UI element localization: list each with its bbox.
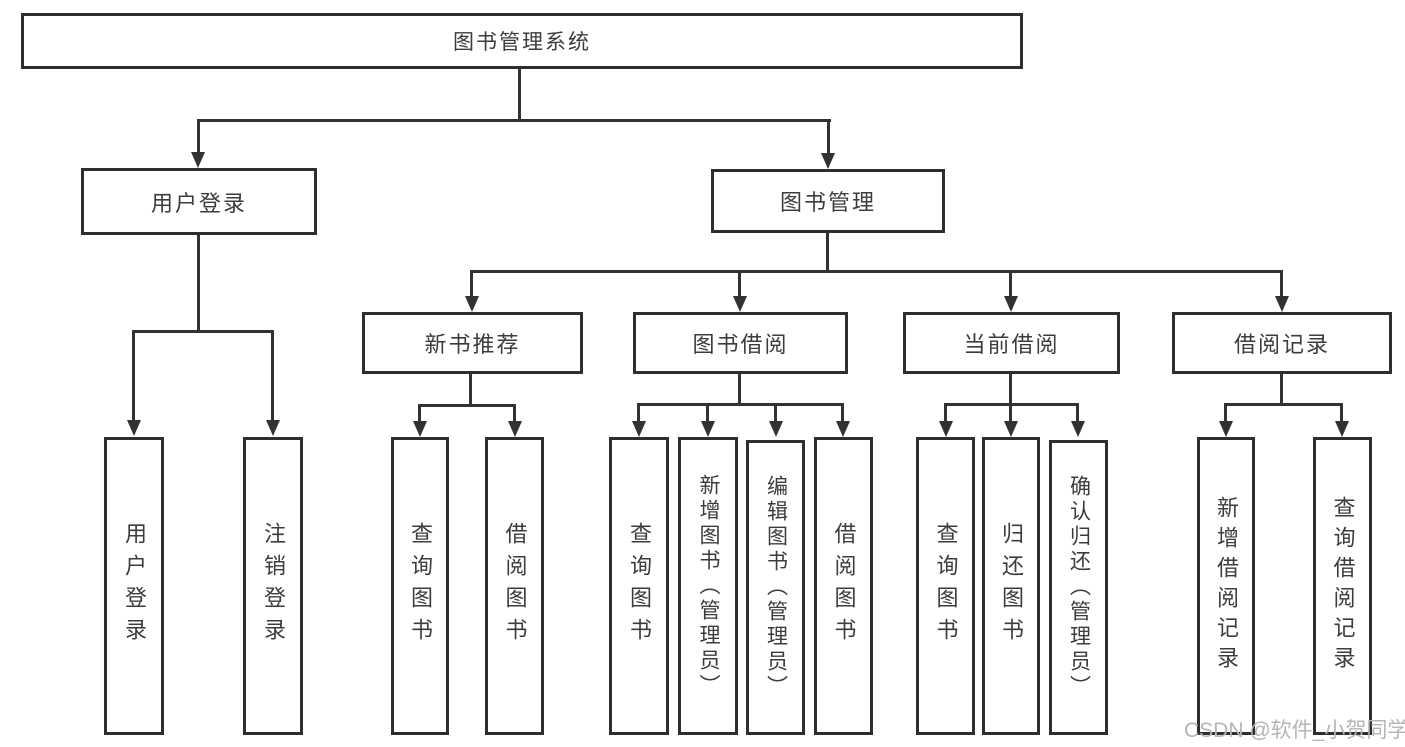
node-ul-login-label: 用户登录: [122, 522, 147, 650]
edge-book-mgmt-stem: [826, 233, 829, 272]
node-borrow-records: 借阅记录: [1172, 312, 1392, 374]
node-nbr-query-label: 查询图书: [408, 522, 433, 650]
arrow-to-cb-query: [939, 421, 953, 437]
edge-bb-bus: [637, 403, 844, 406]
node-bb-query-label: 查询图书: [627, 522, 652, 650]
edge-to-ul-login-stem: [132, 330, 135, 420]
node-book-mgmt: 图书管理: [711, 169, 945, 233]
node-br-query: 查询借阅记录: [1313, 437, 1372, 735]
arrow-to-ul-login: [127, 420, 141, 436]
edge-to-cb-query-stem: [944, 403, 947, 421]
node-user-login-label: 用户登录: [150, 190, 247, 216]
node-nbr-borrow: 借阅图书: [485, 437, 544, 735]
edge-to-borrow-records-stem: [1280, 270, 1283, 297]
node-root: 图书管理系统: [21, 13, 1023, 69]
watermark-csdn: CSDN @软件_小贺同学: [1184, 719, 1405, 742]
arrow-to-nbr-query: [413, 421, 427, 437]
edge-to-user-login-stem: [197, 119, 200, 154]
arrow-to-bb-query: [632, 421, 646, 437]
node-new-book-rec-label: 新书推荐: [424, 332, 521, 357]
node-cb-return: 归还图书: [982, 437, 1040, 735]
edge-to-cb-return-stem: [1009, 403, 1012, 421]
node-current-borrow: 当前借阅: [903, 312, 1120, 374]
edge-to-cb-confirm-stem: [1076, 403, 1079, 421]
node-borrow-records-label: 借阅记录: [1233, 332, 1330, 357]
arrow-to-bb-borrow: [836, 421, 850, 437]
node-book-borrow-label: 图书借阅: [692, 332, 789, 357]
arrow-to-ul-logout: [266, 420, 280, 436]
arrow-to-book-mgmt: [821, 153, 835, 169]
node-ul-logout-label: 注销登录: [261, 522, 286, 650]
node-bb-add: 新增图书（管理员）: [678, 437, 738, 735]
node-current-borrow-label: 当前借阅: [963, 332, 1060, 357]
arrow-to-current-borrow: [1004, 296, 1018, 312]
arrow-to-br-add: [1219, 421, 1233, 437]
edge-to-bb-edit-stem: [774, 403, 777, 421]
node-bb-edit-label: 编辑图书（管理员）: [764, 475, 788, 700]
edge-to-current-borrow-stem: [1009, 270, 1012, 297]
edge-cb-stem: [1009, 374, 1012, 405]
node-cb-query-label: 查询图书: [933, 522, 959, 650]
arrow-to-bb-add: [701, 421, 715, 437]
edge-nbr-bus: [418, 404, 516, 407]
node-book-borrow: 图书借阅: [633, 312, 848, 374]
arrow-to-new-book-rec: [465, 296, 479, 312]
edge-to-bb-borrow-stem: [841, 403, 844, 421]
node-bb-add-label: 新增图书（管理员）: [697, 473, 720, 699]
edge-br-bus: [1224, 403, 1343, 406]
node-ul-login: 用户登录: [104, 437, 164, 735]
node-cb-confirm: 确认归还（管理员）: [1049, 440, 1108, 735]
edge-bb-stem: [738, 374, 741, 405]
node-cb-return-label: 归还图书: [999, 522, 1024, 650]
arrow-to-bb-edit: [769, 421, 783, 437]
node-br-add: 新增借阅记录: [1197, 437, 1255, 735]
arrow-to-cb-confirm: [1071, 421, 1085, 437]
edge-root-stem: [518, 69, 521, 121]
edge-to-new-book-rec-stem: [470, 270, 473, 297]
node-bb-borrow: 借阅图书: [814, 437, 873, 735]
node-cb-query: 查询图书: [916, 437, 975, 735]
node-nbr-query: 查询图书: [391, 437, 449, 735]
node-bb-edit: 编辑图书（管理员）: [746, 440, 805, 735]
edge-to-nbr-borrow-stem: [513, 404, 516, 422]
arrow-to-nbr-borrow: [508, 421, 522, 437]
edge-to-br-query-stem: [1340, 403, 1343, 421]
node-cb-confirm-label: 确认归还（管理员）: [1067, 475, 1091, 700]
node-user-login: 用户登录: [81, 168, 317, 235]
node-new-book-rec: 新书推荐: [362, 312, 583, 374]
arrow-to-cb-return: [1004, 421, 1018, 437]
node-root-label: 图书管理系统: [453, 31, 591, 54]
edge-book-mgmt-bus: [470, 270, 1283, 273]
edge-to-ul-logout-stem: [271, 330, 274, 420]
edge-to-book-mgmt-stem: [827, 119, 830, 154]
edge-br-stem: [1280, 374, 1283, 405]
edge-user-login-bus: [132, 330, 274, 333]
node-bb-query: 查询图书: [609, 437, 669, 735]
edge-to-br-add-stem: [1224, 403, 1227, 421]
node-ul-logout: 注销登录: [243, 437, 303, 735]
edge-to-bb-query-stem: [637, 403, 640, 421]
edge-to-bb-add-stem: [706, 403, 709, 421]
node-nbr-borrow-label: 借阅图书: [502, 522, 528, 650]
node-book-mgmt-label: 图书管理: [779, 190, 876, 215]
edge-nbr-stem: [469, 373, 472, 406]
arrow-to-br-query: [1335, 421, 1349, 437]
edge-to-book-borrow-stem: [738, 270, 741, 297]
node-br-query-label: 查询借阅记录: [1330, 496, 1356, 676]
node-bb-borrow-label: 借阅图书: [831, 522, 857, 650]
arrow-to-book-borrow: [733, 296, 747, 312]
arrow-to-borrow-records: [1275, 296, 1289, 312]
edge-root-bus: [197, 119, 831, 122]
edge-user-login-stem: [197, 235, 200, 332]
edge-to-nbr-query-stem: [418, 404, 421, 422]
node-br-add-label: 新增借阅记录: [1214, 496, 1239, 676]
arrow-to-user-login: [191, 152, 205, 168]
